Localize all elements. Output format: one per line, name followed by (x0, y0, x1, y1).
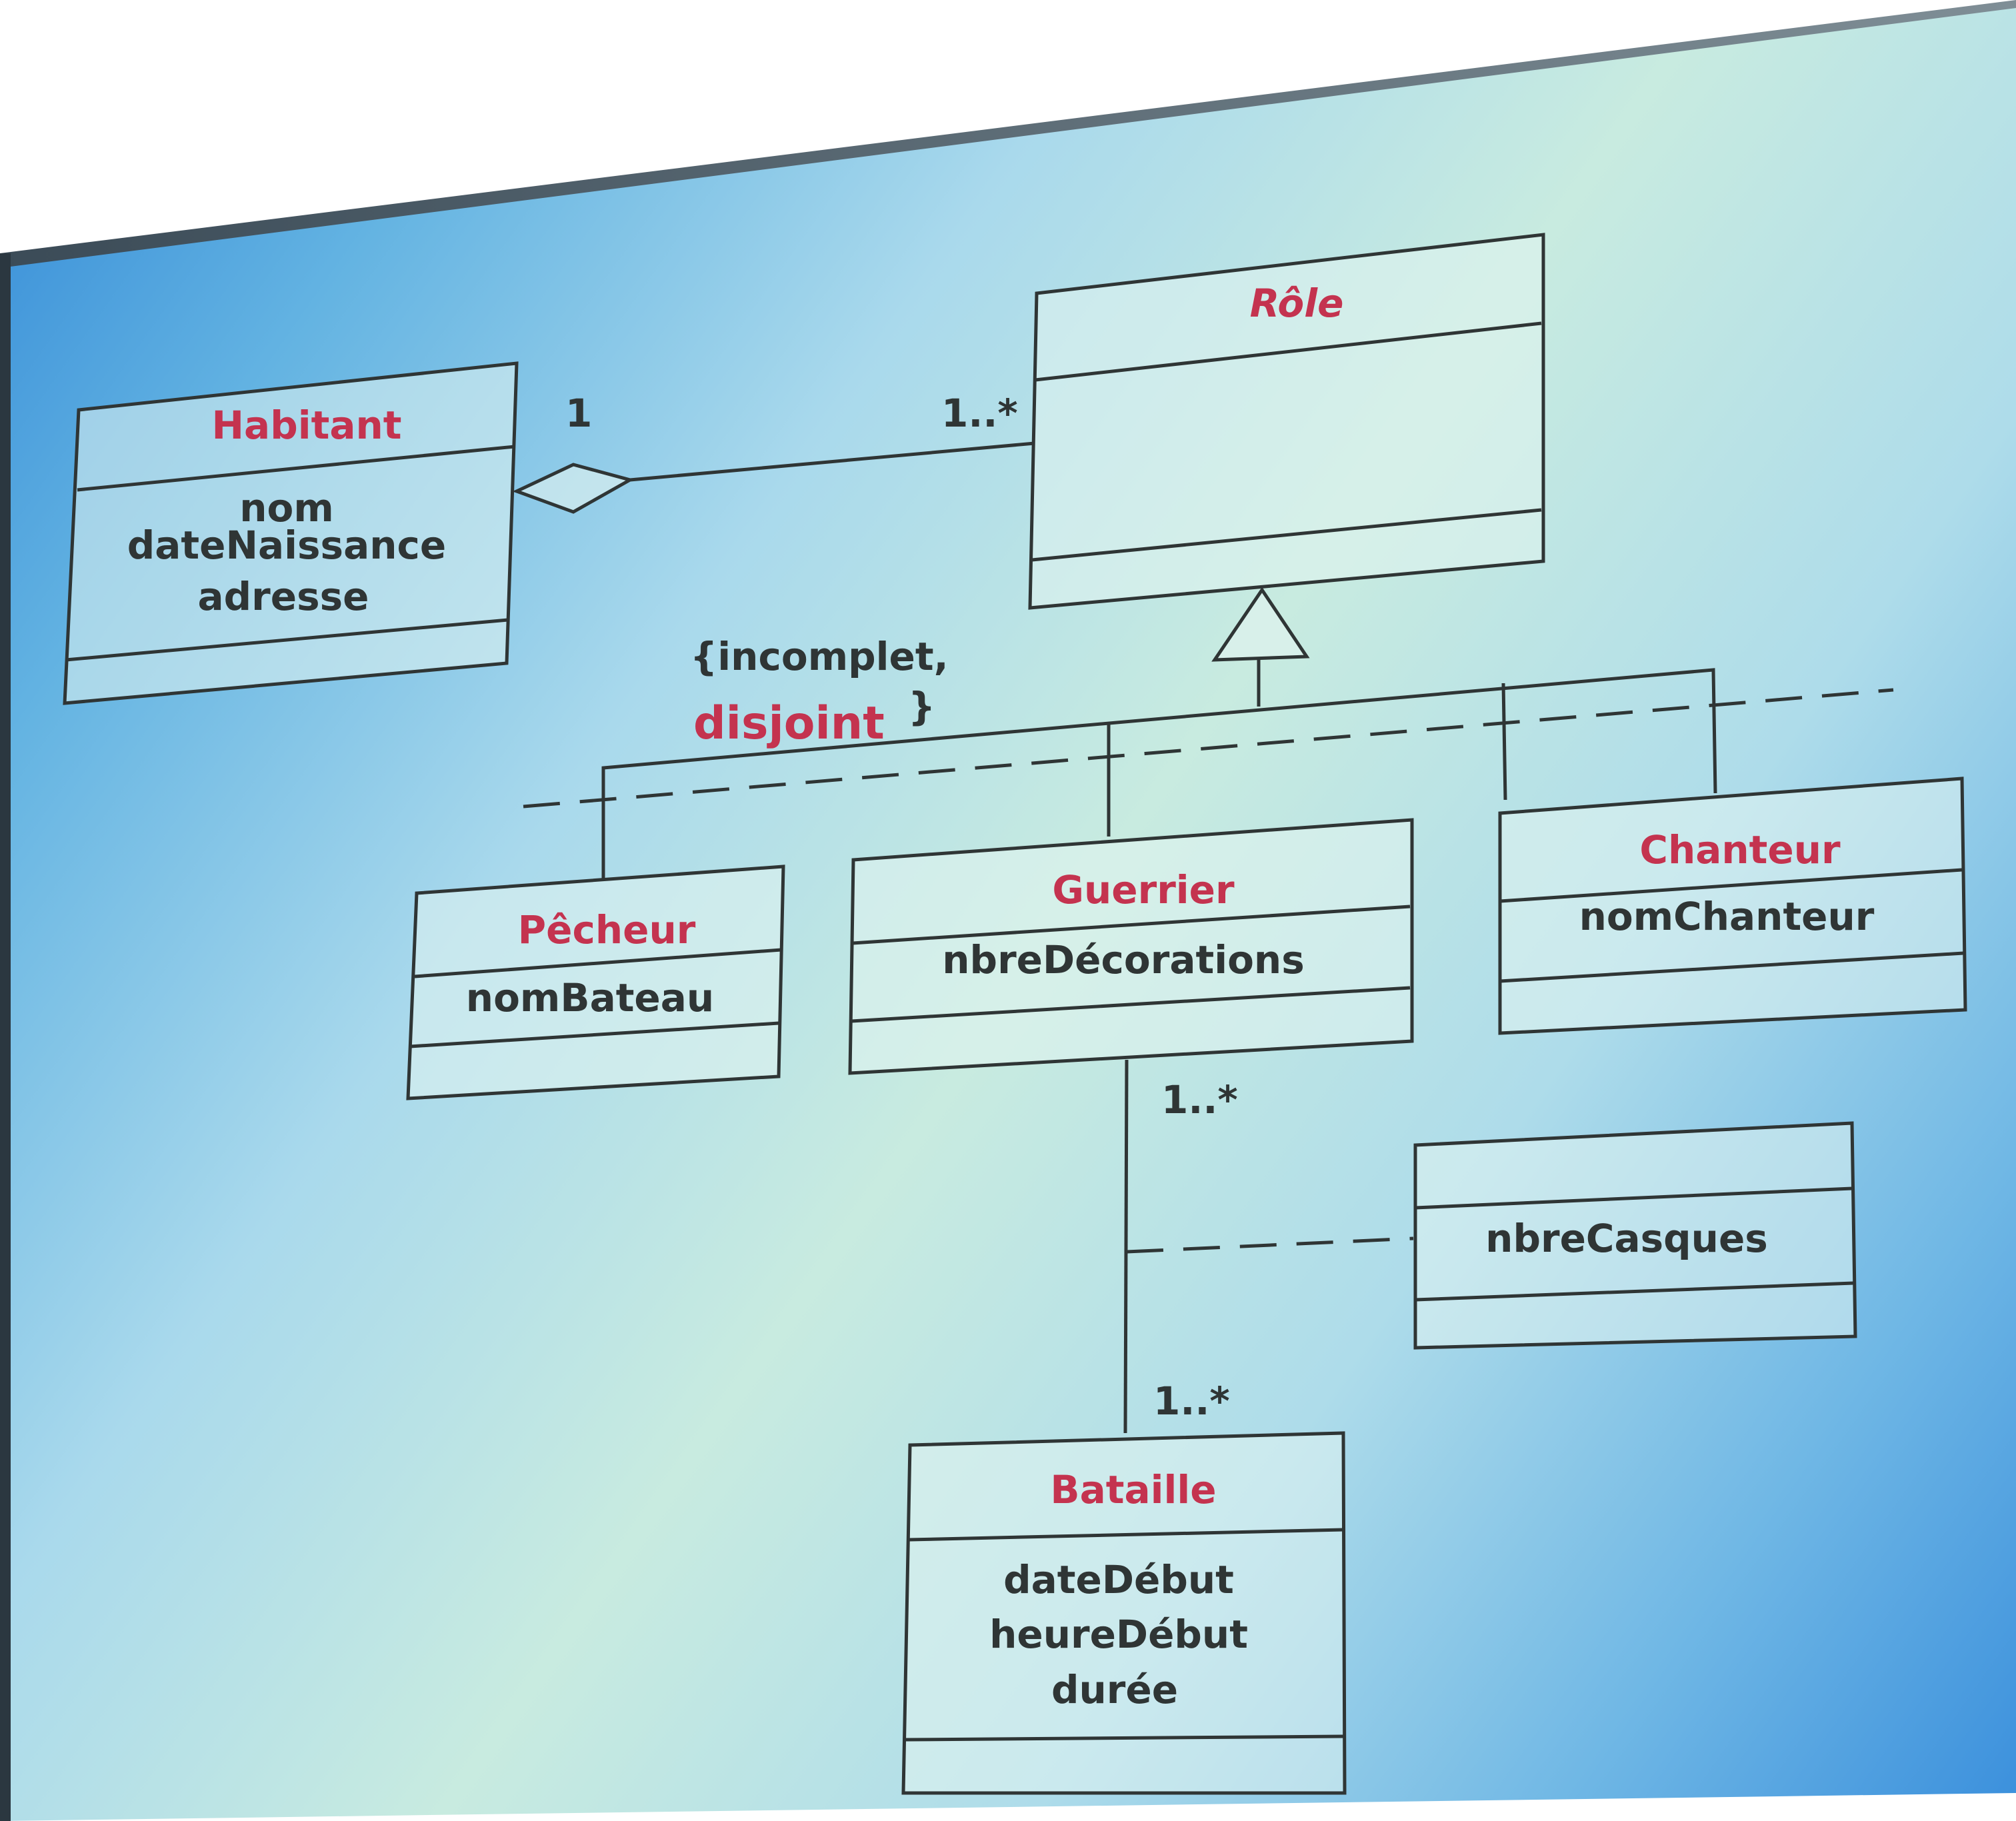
class-role: Rôle (1028, 233, 1545, 610)
constraint-disjoint: disjoint (693, 697, 885, 750)
attribute-nom: nom (239, 485, 334, 531)
generalization-tree (523, 587, 1894, 880)
attribute-nbredecorations: nbreDécorations (942, 937, 1304, 982)
association-guerrier-bataille: 1..* 1..* (1123, 1059, 1414, 1434)
association-class-link (1126, 1236, 1414, 1254)
constraint-close-brace: } (908, 684, 935, 729)
attribute-datenaissance: dateNaissance (127, 523, 446, 568)
attribute-adresse: adresse (198, 574, 369, 619)
class-pecheur: Pêcheur nomBateau (406, 865, 785, 1100)
class-bataille: Bataille dateDébut heureDébut durée (901, 1431, 1347, 1795)
generalization-triangle (1211, 587, 1310, 662)
attribute-datedebut: dateDébut (1003, 1557, 1234, 1602)
class-chanteur: Chanteur nomChanteur (1498, 777, 1967, 1035)
class-name-pecheur: Pêcheur (518, 907, 696, 952)
class-guerrier: Guerrier nbreDécorations (848, 818, 1414, 1075)
disjoint-constraint-line (523, 688, 1894, 809)
attribute-nombateau: nomBateau (466, 975, 714, 1020)
attribute-nomchanteur: nomChanteur (1579, 894, 1875, 939)
class-name-chanteur: Chanteur (1639, 827, 1841, 873)
aggregation-habitant-role: 1 1..* (512, 391, 1035, 514)
class-name-habitant: Habitant (212, 403, 402, 448)
multiplicity-role: 1..* (941, 391, 1018, 436)
attribute-heuredebut: heureDébut (989, 1612, 1248, 1657)
class-habitant: Habitant nom dateNaissance adresse (63, 361, 519, 705)
constraint-incomplet: {incomplet, (690, 634, 949, 679)
class-name-guerrier: Guerrier (1052, 867, 1235, 912)
class-name-bataille: Bataille (1050, 1467, 1216, 1512)
multiplicity-bataille: 1..* (1153, 1378, 1230, 1424)
class-association-casques: nbreCasques (1413, 1121, 1857, 1350)
multiplicity-habitant: 1 (565, 391, 592, 436)
screen-left-bezel (0, 253, 11, 1821)
attribute-nbrecasques: nbreCasques (1485, 1216, 1768, 1261)
multiplicity-guerrier: 1..* (1161, 1077, 1238, 1122)
aggregation-diamond (512, 463, 635, 514)
class-name-role: Rôle (1250, 281, 1344, 326)
attribute-duree: durée (1051, 1667, 1178, 1712)
